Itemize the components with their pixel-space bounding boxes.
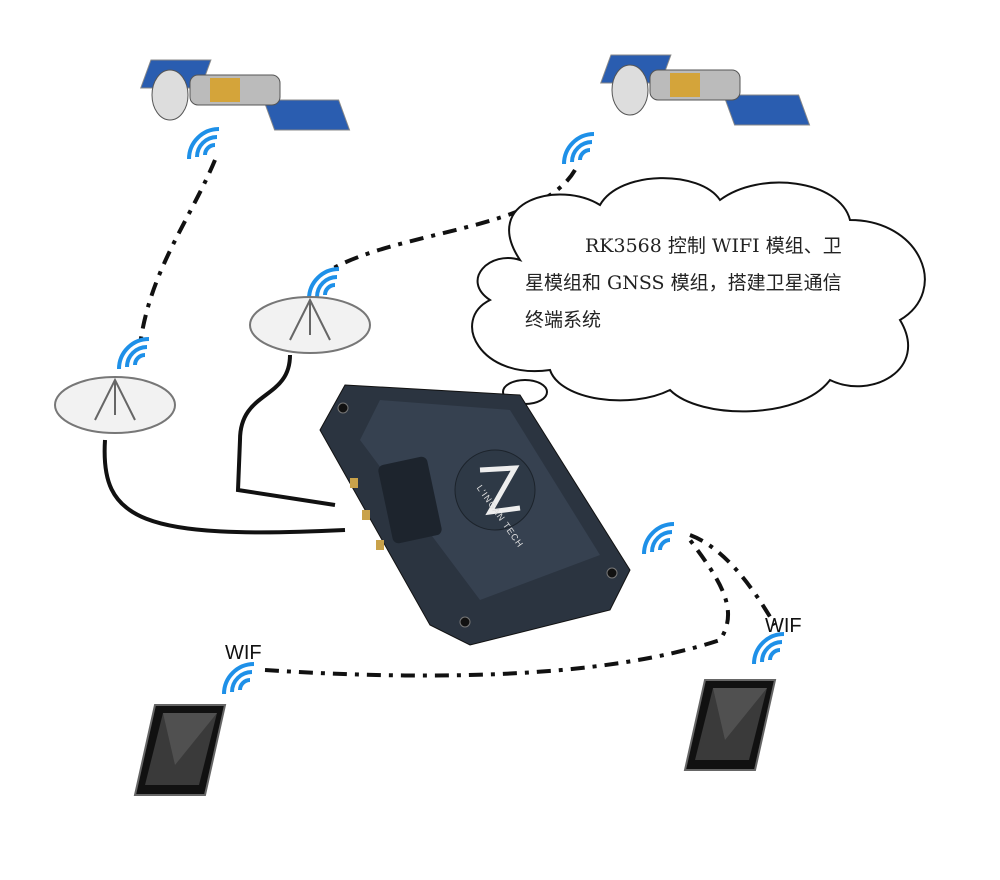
satellite-right [600, 54, 811, 126]
wifi-icon [562, 132, 596, 166]
wireless-links [138, 159, 777, 678]
wifi-icon [187, 127, 221, 161]
satellite-dish-left [54, 376, 176, 434]
wifi-icon [117, 337, 151, 371]
rk3568-terminal-device: L'INGAN TECH [319, 384, 631, 646]
satellite-left [140, 59, 351, 131]
wifi-icon [642, 522, 676, 556]
wifi-label-left: WIF [225, 642, 262, 664]
wifi-label-right: WIF [765, 615, 802, 637]
satellite-dish-right [249, 296, 371, 354]
wifi-icon [752, 632, 786, 666]
smartphone-right [684, 679, 776, 771]
wifi-icon [307, 267, 341, 301]
cloud-description: RK3568 控制 WIFI 模组、卫星模组和 GNSS 模组，搭建卫星通信终端… [525, 235, 842, 331]
wifi-icon [222, 662, 256, 696]
smartphone-left [134, 704, 226, 796]
cables [102, 354, 346, 535]
